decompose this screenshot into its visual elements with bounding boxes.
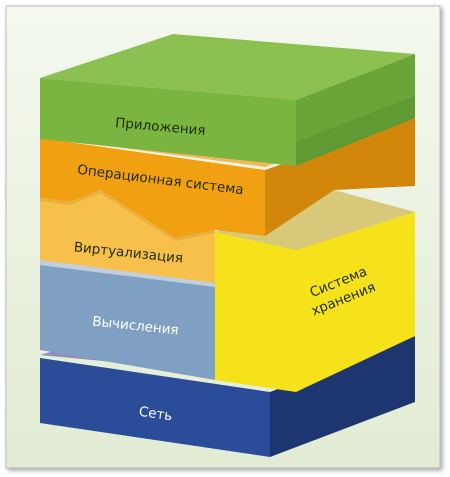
layer-network-front xyxy=(40,358,270,457)
layer-virtualization: Виртуализация xyxy=(40,190,215,283)
layer-applications-side xyxy=(296,94,415,166)
layer-storage-front xyxy=(215,232,296,392)
layer-storage: Система хранения xyxy=(215,190,415,392)
layer-os-side xyxy=(265,118,415,236)
layer-compute: Вычисления xyxy=(40,259,215,380)
layer-applications-right-face xyxy=(296,54,415,142)
layer-applications-label: Приложения xyxy=(115,115,207,139)
layer-network-side xyxy=(270,336,415,457)
layer-applications-top xyxy=(40,34,415,100)
layer-compute-top xyxy=(40,259,215,287)
layer-virtualization-front xyxy=(40,192,215,283)
layer-os-front xyxy=(40,138,265,238)
layer-applications-front xyxy=(40,78,296,166)
layer-network-label: Сеть xyxy=(138,404,173,425)
layer-compute-front xyxy=(40,265,215,380)
layer-applications: Приложения xyxy=(40,34,415,166)
layer-storage-top xyxy=(215,190,415,252)
layer-storage-front-right xyxy=(296,212,415,392)
layer-virtualization-top xyxy=(40,190,215,241)
